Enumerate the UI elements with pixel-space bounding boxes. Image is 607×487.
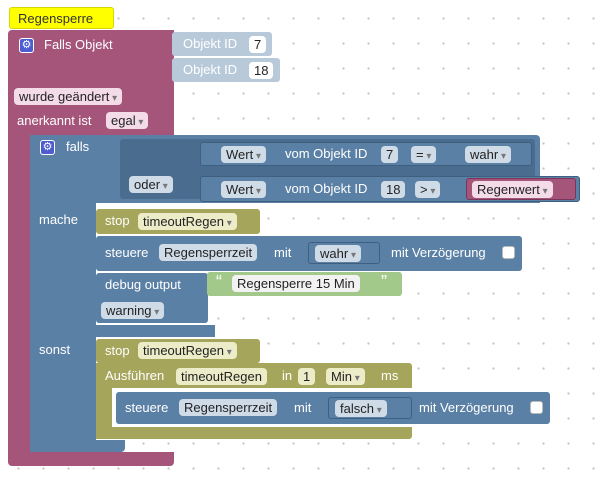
- exec-footer: [96, 427, 412, 439]
- delay-value-field[interactable]: 1: [298, 368, 316, 385]
- quote-close-icon: ”: [381, 272, 387, 292]
- comment-text: Regensperre: [18, 11, 94, 26]
- of-object-label: vom Objekt ID: [285, 181, 368, 196]
- if-mid-band: [30, 325, 215, 337]
- ack-label: anerkannt ist: [17, 113, 92, 128]
- bool-dropdown[interactable]: falsch: [335, 400, 387, 417]
- bool-dropdown[interactable]: wahr: [315, 245, 361, 262]
- debug-level-dropdown[interactable]: warning: [101, 302, 165, 319]
- debug-block[interactable]: debug output warning: [96, 273, 208, 323]
- condition-block-1[interactable]: Wert vom Objekt ID 7 = wahr: [200, 142, 532, 166]
- delay-label: mit Verzögerung: [391, 245, 486, 260]
- with-label: mit: [294, 400, 312, 415]
- if-label: falls: [66, 139, 90, 154]
- value-block[interactable]: wahr: [308, 242, 380, 264]
- control-label: steuere: [105, 245, 149, 260]
- timeout-dropdown[interactable]: timeoutRegen: [138, 213, 237, 230]
- exec-spine: [96, 363, 112, 439]
- control-var-field[interactable]: Regensperrzeit: [159, 244, 258, 261]
- gear-icon[interactable]: ⚙: [40, 140, 55, 155]
- debug-text-field[interactable]: Regensperre 15 Min: [232, 275, 360, 292]
- stop-timeout-block[interactable]: stop timeoutRegen: [96, 339, 260, 363]
- if-footer: [30, 440, 125, 452]
- or-dropdown[interactable]: oder: [129, 176, 173, 193]
- object-id-label: Objekt ID: [183, 36, 238, 51]
- object-id-field[interactable]: 7: [381, 146, 399, 163]
- variable-dropdown[interactable]: Regenwert: [472, 181, 553, 198]
- control-var-field[interactable]: Regensperrzeit: [179, 399, 278, 416]
- control-label: steuere: [125, 400, 169, 415]
- stop-timeout-block[interactable]: stop timeoutRegen: [96, 209, 260, 234]
- operator-dropdown[interactable]: >: [415, 181, 441, 198]
- unit-dropdown[interactable]: Min: [326, 368, 365, 385]
- control-block[interactable]: steuere Regensperrzeit mit falsch mit Ve…: [116, 392, 550, 424]
- ack-dropdown[interactable]: egal: [106, 112, 149, 129]
- condition-block-2[interactable]: Wert vom Objekt ID 18 > Regenwert: [200, 176, 580, 202]
- delay-checkbox[interactable]: [502, 246, 515, 259]
- object-id-field[interactable]: 18: [381, 181, 406, 198]
- of-object-label: vom Objekt ID: [285, 146, 368, 161]
- with-label: mit: [274, 245, 292, 260]
- string-block[interactable]: “ Regensperre 15 Min ”: [207, 272, 402, 296]
- else-label: sonst: [39, 342, 71, 357]
- gear-icon[interactable]: ⚙: [19, 38, 34, 53]
- value-block[interactable]: falsch: [328, 397, 412, 419]
- changed-dropdown[interactable]: wurde geändert: [14, 88, 123, 105]
- delay-label: mit Verzögerung: [419, 400, 514, 415]
- timeout-dropdown[interactable]: timeoutRegen: [138, 342, 237, 359]
- exec-label: Ausführen: [105, 368, 165, 383]
- delay-checkbox[interactable]: [530, 401, 543, 414]
- variable-block[interactable]: Regenwert: [466, 178, 576, 200]
- if-spine: [30, 135, 96, 452]
- operator-dropdown[interactable]: =: [411, 146, 437, 163]
- exec-timeout-field[interactable]: timeoutRegen: [176, 368, 267, 385]
- quote-open-icon: “: [216, 272, 222, 292]
- trigger-title: Falls Objekt: [44, 37, 113, 52]
- control-block[interactable]: steuere Regensperrzeit mit wahr mit Verz…: [96, 236, 522, 271]
- ms-label: ms: [381, 368, 399, 383]
- stop-label: stop: [105, 213, 130, 228]
- value-dropdown[interactable]: Wert: [221, 146, 267, 163]
- object-id-label: Objekt ID: [183, 62, 238, 77]
- bool-dropdown[interactable]: wahr: [465, 146, 511, 163]
- trigger-spine: [8, 110, 31, 462]
- value-dropdown[interactable]: Wert: [221, 181, 267, 198]
- comment-label[interactable]: Regensperre: [9, 7, 114, 29]
- object-id-value[interactable]: 7: [249, 36, 267, 53]
- in-label: in: [282, 368, 293, 383]
- object-id-pill-2[interactable]: Objekt ID 18: [172, 58, 280, 82]
- stop-label: stop: [105, 343, 130, 358]
- trigger-footer: [8, 452, 174, 466]
- object-id-value[interactable]: 18: [249, 62, 274, 79]
- debug-label: debug output: [105, 277, 181, 292]
- do-label: mache: [39, 212, 79, 227]
- object-id-pill-1[interactable]: Objekt ID 7: [172, 32, 272, 56]
